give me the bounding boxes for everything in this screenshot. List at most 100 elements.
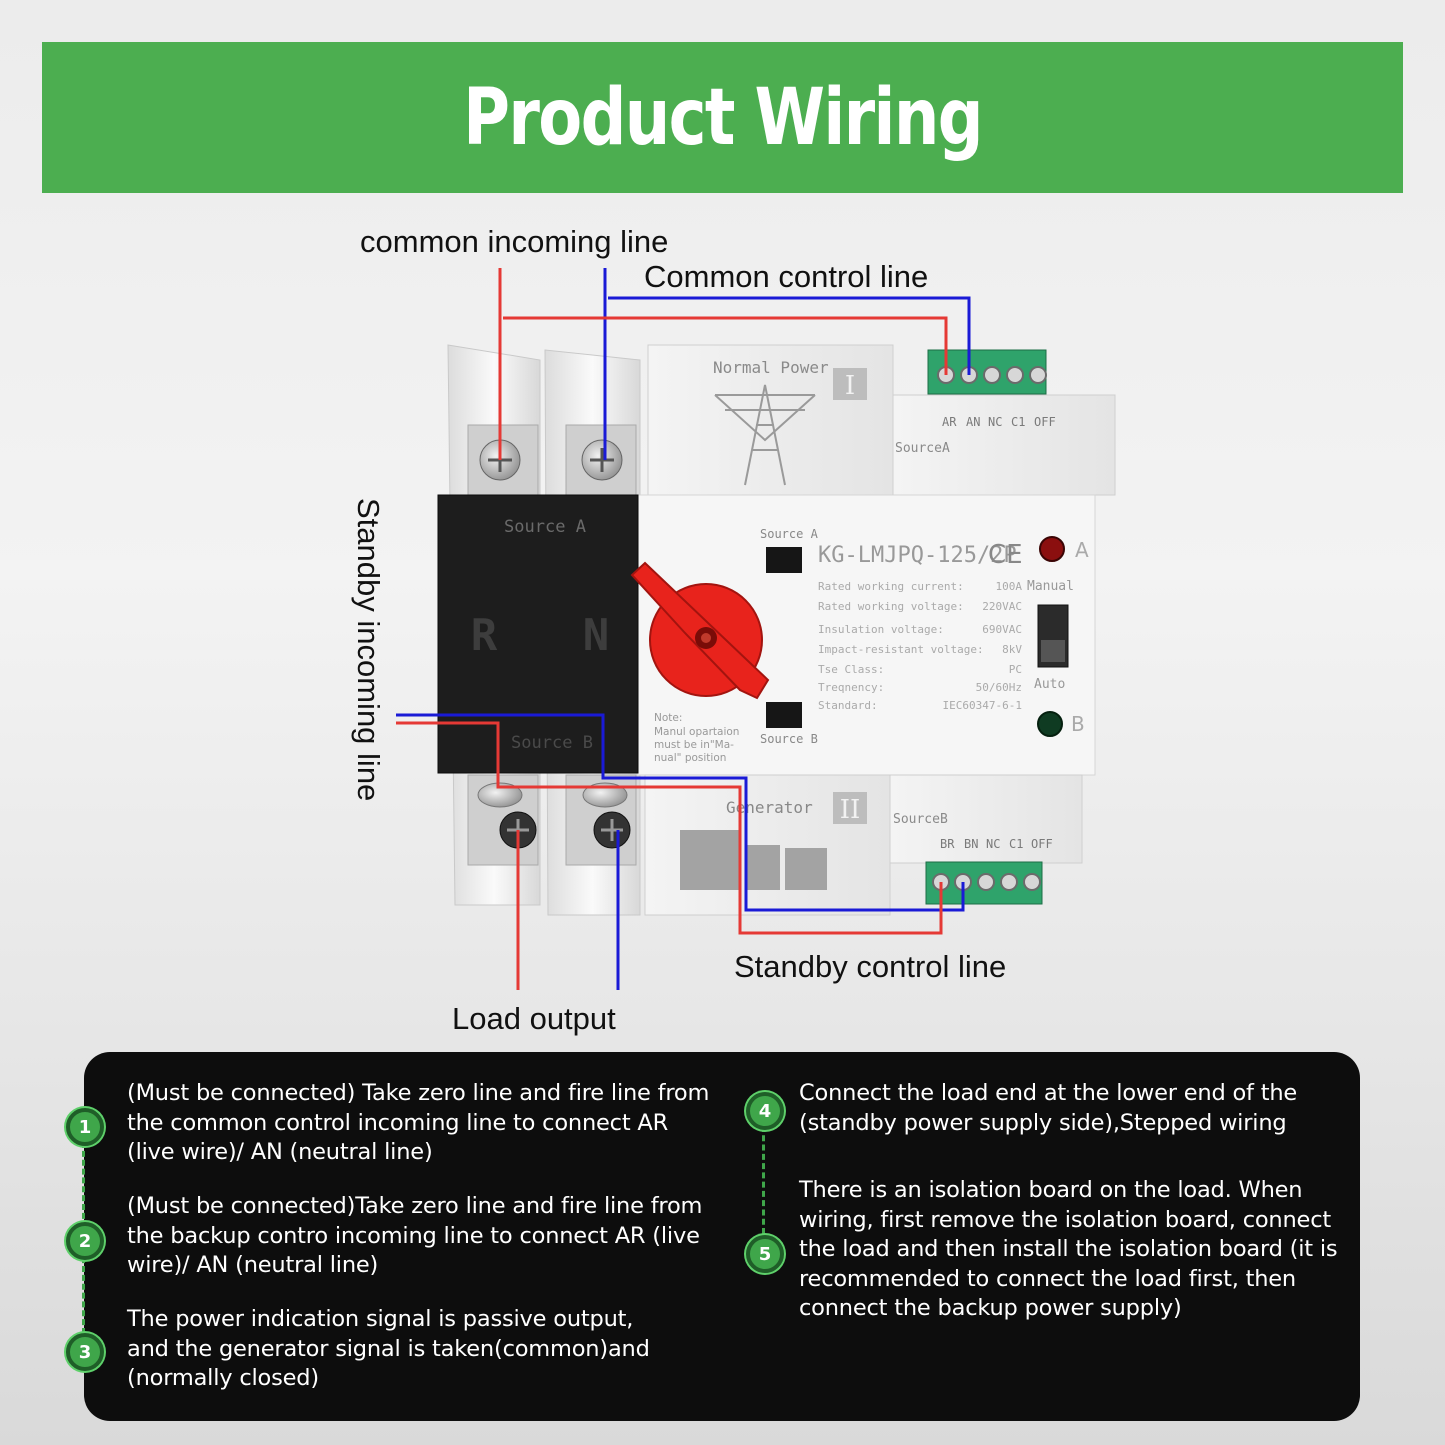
window-source-b: Source B [760, 732, 818, 746]
step-2-line-3: wire)/ AN (neutral line) [127, 1252, 379, 1278]
normal-power-label: Normal Power [713, 358, 829, 377]
terminal-c1-top: C1 [1011, 415, 1025, 429]
pole-r-label: R [471, 610, 498, 661]
spec-value-0: 100A [996, 580, 1023, 593]
spec-value-2: 690VAC [982, 623, 1022, 636]
step-3-line-3: (normally closed) [127, 1365, 319, 1391]
step-3-badge: 3 [66, 1333, 104, 1371]
spec-label-1: Rated working voltage: [818, 600, 964, 613]
rotary-knob [630, 561, 770, 700]
step-5-line-1: There is an isolation board on the load.… [799, 1177, 1303, 1203]
wiring-diagram: Normal Power I AR AN NC C1 OFF SourceA S… [396, 268, 1116, 990]
spec-label-0: Rated working current: [818, 580, 964, 593]
step-1-line-2: the common control incoming line to conn… [127, 1109, 669, 1136]
auto-label: Auto [1034, 677, 1065, 692]
step-2-text: (Must be connected)Take zero line and fi… [127, 1192, 702, 1281]
common-control-neutral-wire [608, 296, 971, 375]
step-3-line-1: The power indication signal is passive o… [127, 1306, 634, 1332]
spec-label-2: Insulation voltage: [818, 623, 944, 636]
step-5-line-5: connect the backup power supply) [799, 1295, 1182, 1321]
manual-label: Manual [1027, 579, 1074, 594]
terminal-ar: AR [942, 415, 957, 429]
normal-power-module: Normal Power I AR AN NC C1 OFF SourceA [647, 344, 1116, 496]
indicator-lamp-b [1037, 711, 1063, 737]
instructions-panel [84, 1052, 1360, 1421]
indicator-a-label: A [1075, 538, 1089, 562]
bottom-terminal-holes [932, 873, 1041, 891]
standby-neutral-wire [396, 713, 965, 912]
source-a-upper-label: SourceA [895, 441, 950, 456]
header-banner: Product Wiring [42, 42, 1403, 193]
standby-live-wire [396, 721, 943, 935]
terminal-off-bottom: OFF [1031, 837, 1053, 851]
window-source-a: Source A [760, 527, 819, 541]
terminal-nc-bottom: NC [986, 837, 1000, 851]
top-terminal-holes [937, 366, 1047, 384]
step-4-text: Connect the load end at the lower end of… [799, 1079, 1297, 1138]
standby-control-line-label: Standby control line [734, 949, 1007, 984]
roman-one: I [845, 371, 855, 401]
terminal-off-top: OFF [1034, 415, 1056, 429]
screw-bottom-n [593, 811, 631, 849]
spec-label-6: Standard: [818, 699, 878, 712]
spec-value-4: PC [1009, 663, 1022, 676]
common-control-line-label: Common control line [644, 259, 929, 294]
note-line-3: nual" position [654, 752, 726, 764]
common-incoming-line-label: common incoming line [360, 224, 669, 259]
step-1-text: (Must be connected) Take zero line and f… [127, 1079, 709, 1168]
terminal-nc-top: NC [988, 415, 1002, 429]
manual-note: Note: Manul opartaion must be in"Ma- nua… [654, 712, 739, 764]
source-block: Source A R N Source B [437, 494, 639, 774]
step-3-line-2: and the generator signal is taken(common… [127, 1335, 650, 1362]
roman-two: II [840, 795, 861, 825]
step-1-line-3: (live wire)/ AN (neutral line) [127, 1139, 433, 1165]
terminal-an: AN [966, 415, 980, 429]
source-a-block-label: Source A [504, 517, 586, 537]
pole-n-label: N [583, 610, 610, 661]
step-2-line-2: the backup contro incoming line to conne… [127, 1222, 700, 1249]
step-4-line-2: (standby power supply side),Stepped wiri… [799, 1109, 1287, 1136]
step-5-line-3: the load and then install the isolation … [799, 1236, 1338, 1262]
step-5-badge: 5 [746, 1235, 784, 1273]
step-4-line-1: Connect the load end at the lower end of… [799, 1080, 1298, 1106]
spec-table: Rated working current: 100A Rated workin… [818, 580, 1022, 712]
step-5-line-4: recommended to connect the load first, t… [799, 1265, 1296, 1292]
pylon-icon [714, 384, 816, 486]
page-title: Product Wiring [463, 72, 983, 163]
step-4-badge: 4 [746, 1092, 784, 1130]
terminal-c1-bottom: C1 [1009, 837, 1023, 851]
note-line-1: Manul opartaion [654, 726, 739, 738]
wires [396, 268, 971, 990]
source-b-lower-label: SourceB [893, 812, 948, 827]
spec-label-3: Impact-resistant voltage: [818, 643, 984, 656]
model-number: KG-LMJPQ-125/2P [818, 543, 1017, 568]
note-line-2: must be in"Ma- [654, 739, 734, 751]
step-5-line-2: wiring, first remove the isolation board… [799, 1206, 1331, 1233]
spec-value-5: 50/60Hz [976, 681, 1022, 694]
indicator-b-label: B [1071, 712, 1085, 736]
generator-module: Generator II SourceB BR BN NC C1 OFF [644, 774, 1083, 916]
step-5-text: There is an isolation board on the load.… [799, 1176, 1338, 1324]
step-2-badge: 2 [66, 1222, 104, 1260]
load-output-label: Load output [452, 1001, 616, 1036]
common-control-live-wire [503, 316, 948, 375]
note-line-0: Note: [654, 712, 682, 724]
step-3-text: The power indication signal is passive o… [127, 1305, 650, 1394]
screw-top-n [581, 439, 623, 481]
spec-label-4: Tse Class: [818, 663, 884, 676]
generator-icon [680, 830, 827, 890]
indicator-lamp-a [1039, 536, 1065, 562]
spec-value-3: 8kV [1002, 643, 1022, 656]
step-1-badge: 1 [66, 1108, 104, 1146]
step-2-line-1: (Must be connected)Take zero line and fi… [127, 1193, 703, 1219]
source-b-block-label: Source B [511, 733, 593, 753]
spec-value-1: 220VAC [982, 600, 1022, 613]
terminal-br: BR [940, 837, 955, 851]
terminal-bn: BN [964, 837, 978, 851]
ce-mark: CE [988, 540, 1023, 570]
generator-label: Generator [726, 798, 813, 817]
spec-value-6: IEC60347-6-1 [943, 699, 1022, 712]
spec-label-5: Treqnency: [818, 681, 884, 694]
standby-incoming-line-label: Standby incoming line [351, 498, 386, 802]
step-1-line-1: (Must be connected) Take zero line and f… [127, 1080, 710, 1106]
